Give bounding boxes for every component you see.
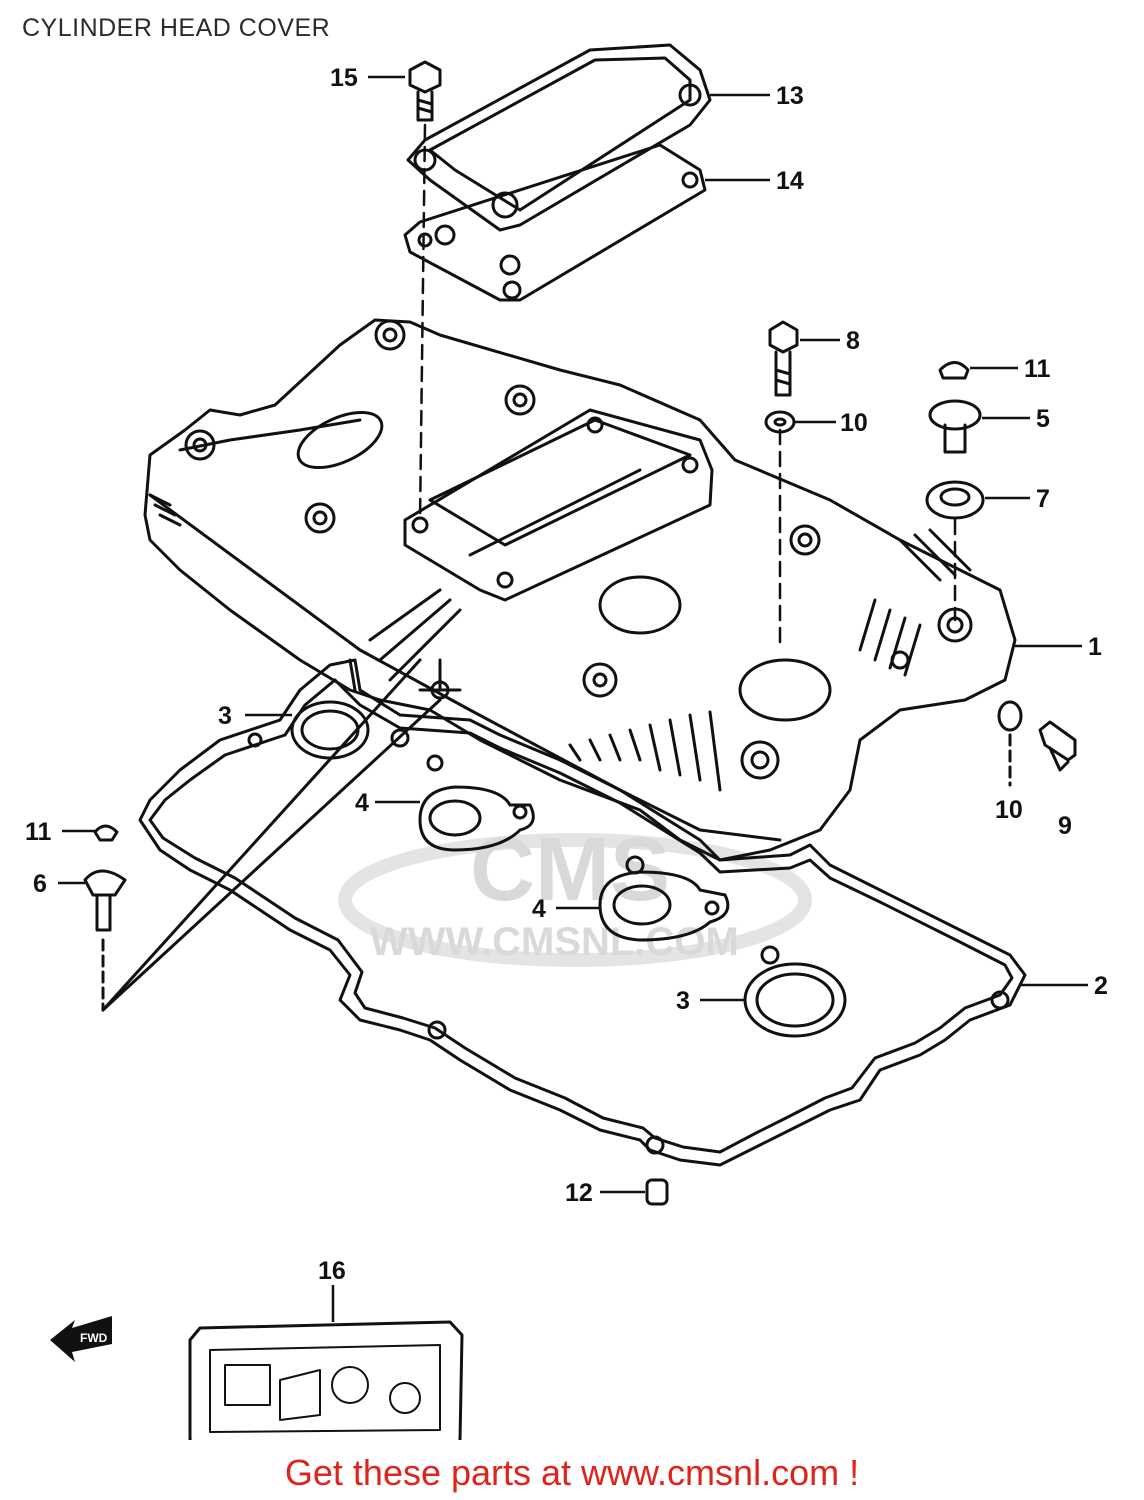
page-title: CYLINDER HEAD COVER [22,14,331,42]
part-5-bolt [928,399,982,454]
part-6-bolt [83,869,127,1012]
callout-9: 9 [1058,812,1072,840]
forward-label: FWD [80,1331,108,1345]
callout-12: 12 [565,1179,593,1207]
part-1-cylinder-head-cover [143,318,1017,862]
leader-lines [58,75,1088,1322]
part-11-cap-lower [93,824,119,842]
part-16-label-plate [188,1320,464,1440]
callout-3-lower: 3 [676,987,690,1015]
callout-10-upper: 10 [840,409,868,437]
part-4-seal-lower [598,855,730,942]
watermark-url: WWW.CMSNL.COM [370,920,739,964]
watermark-logo: CMS [470,820,670,920]
part-10-washer-lower [997,700,1023,787]
watermark: CMS WWW.CMSNL.COM [338,820,812,967]
callout-5: 5 [1036,405,1050,433]
part-14-gasket [403,143,707,302]
part-11-cap-upper [938,361,970,380]
part-7-grommet [925,480,985,520]
part-13-breather-cover [406,43,712,232]
callout-11-lower: 11 [25,818,52,846]
callout-7: 7 [1036,485,1050,513]
forward-arrow-icon: FWD [50,1316,112,1362]
part-15-bolt [408,60,442,122]
part-12-plug [645,1178,669,1206]
part-3-ring-lower [743,945,847,1038]
callout-labels: 15 13 14 8 11 5 10 7 1 3 4 11 6 10 9 4 2… [25,64,1108,1285]
exploded-parts-diagram: CMS WWW.CMSNL.COM [25,43,1108,1440]
callout-4-lower: 4 [532,895,546,923]
callout-10-lower: 10 [995,796,1023,824]
callout-6: 6 [33,870,47,898]
callout-3-left: 3 [218,702,232,730]
callout-1: 1 [1088,633,1102,661]
footer-link[interactable]: Get these parts at www.cmsnl.com ! [284,1452,860,1493]
part-10-washer-upper [764,410,796,434]
callout-11-upper: 11 [1024,355,1051,383]
callout-16: 16 [318,1257,346,1285]
callout-14: 14 [776,167,804,195]
callout-4-upper: 4 [355,789,369,817]
part-9-plug [1038,720,1077,772]
part-4-seal-upper [418,754,535,852]
callout-8: 8 [846,327,860,355]
part-8-bolt [768,320,799,397]
callout-2: 2 [1094,972,1108,1000]
callout-13: 13 [776,82,804,110]
callout-15: 15 [330,64,358,92]
